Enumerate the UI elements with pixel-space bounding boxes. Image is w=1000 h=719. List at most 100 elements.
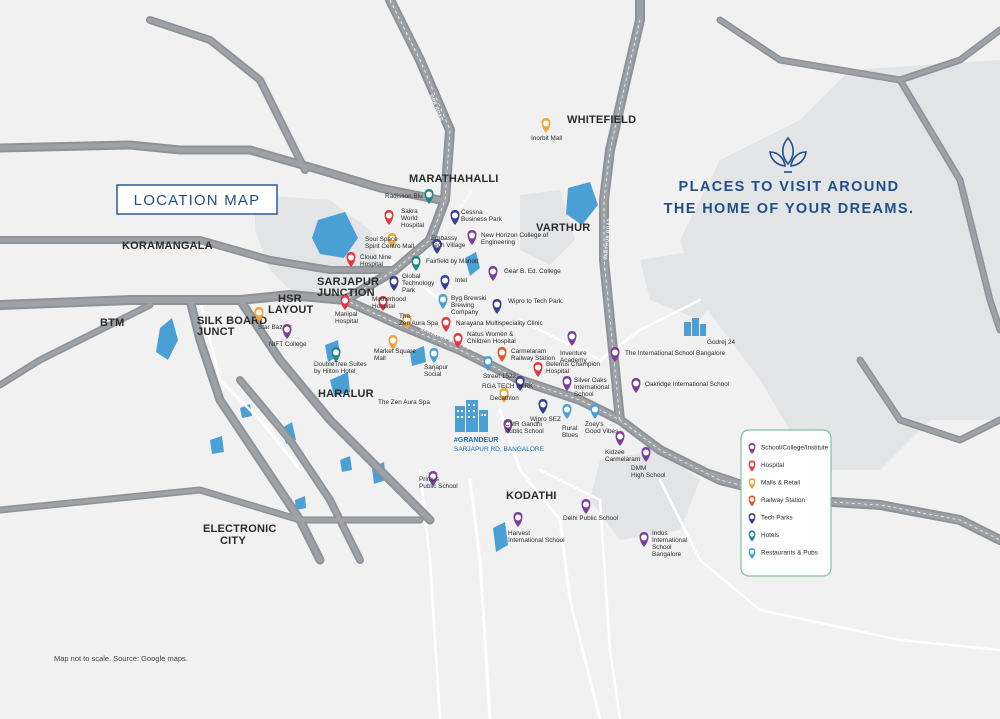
poi-label: International	[574, 384, 609, 391]
poi-label: Company	[451, 309, 479, 316]
poi-hospital: Natus Women &Children Hospital	[453, 331, 516, 348]
area-kodathi: KODATHI	[506, 490, 557, 502]
poi-building: Godrej 24	[707, 339, 736, 346]
legend-label: School/College/Institute	[761, 445, 829, 452]
poi-label: Business Park	[461, 216, 503, 223]
pin-dot	[583, 501, 589, 508]
poi-label: Embassy	[431, 235, 458, 242]
pin-dot	[386, 212, 392, 219]
project-name: #GRANDEUR	[454, 437, 498, 444]
lake	[410, 346, 426, 366]
poi-label: Bangalore	[652, 551, 682, 558]
poi-label: Inventure	[560, 350, 587, 357]
title-text: LOCATION MAP	[134, 192, 261, 209]
pin-dot	[749, 462, 755, 467]
legend-item: Tech Parks	[748, 513, 793, 524]
poi-school: Delhi Public School	[563, 499, 618, 522]
poi-label: Narayana Multispeciality Clinic	[456, 320, 543, 327]
poi-restaurant: Street 1522	[483, 356, 516, 380]
pin-dot	[643, 449, 649, 456]
pin-dot	[440, 296, 446, 303]
area-btm: BTM	[100, 317, 124, 329]
poi-label: Public School	[505, 428, 544, 435]
pin-dot	[749, 444, 755, 450]
location-map-title: LOCATION MAP	[116, 184, 278, 215]
poi-label: High School	[631, 472, 665, 479]
pin-dot	[494, 301, 500, 308]
poi-label: Intel	[455, 277, 467, 284]
poi-label: Indus	[652, 530, 668, 537]
poi-label: Soul Space	[365, 236, 398, 243]
godrej-building-icon	[684, 318, 706, 336]
poi-label: Carmelaram	[605, 456, 640, 463]
poi-label: Academy	[560, 357, 587, 364]
lake	[156, 318, 178, 360]
poi-label: World	[401, 215, 418, 222]
pin-dot	[348, 254, 354, 261]
area-haralur: HARALUR	[318, 388, 374, 400]
poi-school: The International School Bangalore	[610, 347, 726, 362]
poi-label: Oakridge International School	[645, 381, 729, 388]
pin-dot	[426, 191, 432, 198]
lake	[465, 252, 480, 276]
lake	[330, 372, 350, 396]
pin-dot	[617, 433, 623, 440]
legend-label: Restaurants & Pubs	[761, 550, 818, 557]
pin-dot	[490, 268, 496, 275]
poi-label: Gear B. Ed. College	[504, 268, 561, 275]
poi-label: Hospital	[372, 303, 395, 310]
poi-label: Mall	[374, 355, 386, 362]
legend-item: Hospital	[748, 460, 784, 472]
area-sarjapur-junction-1: SARJAPUR	[317, 276, 379, 288]
poi-label: Motherhood	[372, 296, 407, 303]
legend-item: Railway Station	[748, 495, 805, 507]
pin-dot	[517, 378, 523, 385]
headline: PLACES TO VISIT AROUND THE HOME OF YOUR …	[664, 136, 913, 217]
poi-hotel: Fairfield by Mariott	[411, 256, 479, 271]
pin-dot	[633, 380, 639, 387]
footnote: Map not to scale. Source: Google maps.	[54, 654, 188, 663]
poi-none: The Zen Aura Spa	[378, 399, 430, 406]
poi-label: Rural	[562, 425, 577, 432]
poi-tech: Wipro to Tech Park.	[492, 298, 564, 314]
poi-label: The Zen Aura Spa	[378, 399, 430, 406]
pin-dot	[413, 258, 419, 265]
project-marker: #GRANDEUR SARJAPUR RD, BANGALORE	[454, 400, 545, 453]
pin-dot	[501, 390, 507, 397]
poi-label: NIFT College	[269, 341, 307, 348]
poi-label: Engineering	[481, 239, 516, 246]
pin-dot	[749, 532, 755, 537]
poi-label: Social	[424, 371, 441, 378]
legend-item: School/College/Institute	[748, 443, 829, 454]
pin-dot	[515, 514, 521, 521]
poi-label: International School	[508, 537, 565, 544]
area-labels: WHITEFIELD MARATHAHALLI VARTHUR KORAMANG…	[100, 114, 636, 547]
poi-label: Zoey's	[585, 421, 604, 428]
poi-school: Oakridge International School	[631, 378, 729, 393]
poi-label: Manipal	[335, 311, 357, 318]
pin-dot	[434, 241, 440, 248]
poi-label: Park	[402, 287, 416, 294]
poi-label: Global	[402, 273, 420, 280]
poi-label: RGA TECH PARK	[482, 383, 534, 390]
poi-label: Fairfield by Mariott	[426, 258, 479, 265]
pin-dot	[390, 337, 396, 344]
area-varthur: VARTHUR	[536, 222, 590, 234]
poi-label: Kidzee	[605, 449, 625, 456]
pin-dot	[284, 326, 290, 333]
poi-label: Byg Brewski	[451, 295, 486, 302]
area-marathahalli: MARATHAHALLI	[409, 173, 499, 185]
area-koramangala: KORAMANGALA	[122, 240, 213, 252]
pin-dot	[749, 497, 755, 502]
